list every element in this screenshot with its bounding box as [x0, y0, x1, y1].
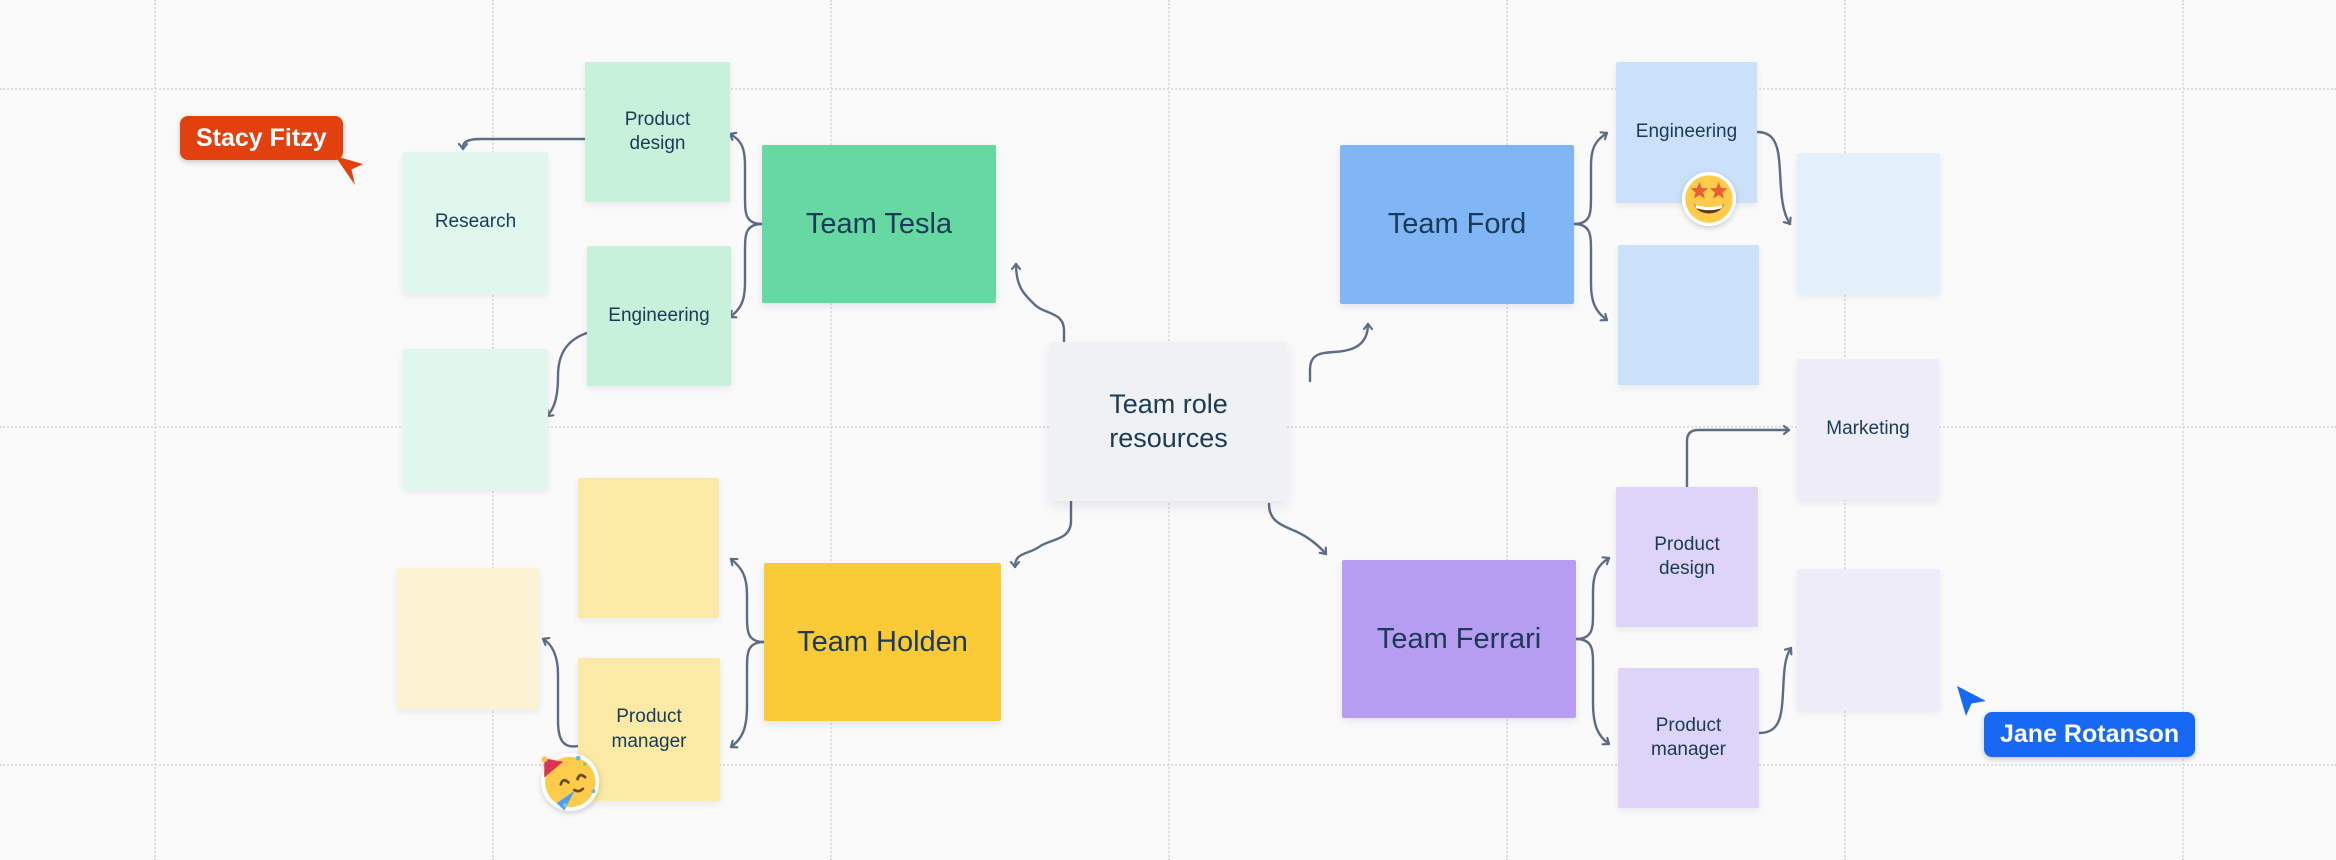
connector-center-tesla[interactable]: [1016, 262, 1066, 344]
team-node-label: Team Ferrari: [1376, 622, 1542, 655]
connector-holden-product-manager[interactable]: [729, 640, 766, 747]
team-node-holden[interactable]: Team Holden: [764, 563, 1001, 721]
connector-ford-blank[interactable]: [1572, 222, 1609, 320]
sticky-note-holden-blank-left[interactable]: [397, 568, 539, 709]
connector-engineering-blank-right[interactable]: [1755, 130, 1790, 226]
cursor-pointer-icon-jane: [1957, 686, 1986, 716]
sticky-note-label: Engineering: [608, 304, 710, 326]
grid-line: [0, 88, 2336, 90]
grid-line: [830, 0, 832, 860]
connector-product-manager-blank[interactable]: [1757, 646, 1791, 735]
connector-center-ford[interactable]: [1308, 322, 1368, 383]
sticky-note-ferrari-product-manager[interactable]: Product manager: [1618, 668, 1759, 808]
sticky-note-research[interactable]: Research: [403, 152, 548, 293]
cursor-name-chip-stacy: Stacy Fitzy: [180, 116, 343, 160]
cursor-pointer-icon-stacy: [335, 156, 363, 185]
sticky-note-label: Product design: [624, 108, 691, 154]
cursor-user-name: Stacy Fitzy: [196, 123, 327, 152]
sticky-note-marketing[interactable]: Marketing: [1797, 359, 1939, 500]
sticky-note-ferrari-blank[interactable]: [1797, 569, 1940, 710]
connector-product-design-marketing[interactable]: [1685, 430, 1791, 489]
sticky-note-tesla-blank[interactable]: [403, 349, 548, 489]
sticky-note-label: Research: [434, 211, 517, 233]
sticky-note-label: Product design: [1654, 533, 1720, 579]
sticky-note-label: Product manager: [611, 706, 687, 752]
team-node-label: Team Tesla: [805, 207, 953, 240]
team-node-ford[interactable]: Team Ford: [1340, 145, 1574, 304]
connector-ferrari-product-design[interactable]: [1574, 558, 1611, 641]
connector-product-design-research[interactable]: [463, 137, 587, 151]
grid-line: [1506, 0, 1508, 860]
sticky-note-tesla-engineering[interactable]: Engineering: [587, 246, 731, 386]
grid-line: [2182, 0, 2184, 860]
sticky-note-holden-product-manager[interactable]: Product manager: [578, 658, 720, 801]
connector-ferrari-product-manager[interactable]: [1574, 637, 1611, 744]
center-topic-label: Team role resources: [1109, 388, 1228, 453]
connector-center-holden[interactable]: [1015, 499, 1073, 569]
cursor-name-chip-jane: Jane Rotanson: [1984, 712, 2196, 757]
sticky-note-label: Marketing: [1826, 418, 1910, 440]
sticky-note-tesla-product-design[interactable]: Product design: [585, 62, 730, 202]
partying-face-icon: [541, 752, 600, 812]
connector-center-ferrari[interactable]: [1267, 502, 1328, 556]
cursor-user-name: Jane Rotanson: [2000, 720, 2180, 748]
connector-tesla-engineering[interactable]: [728, 222, 764, 317]
center-topic[interactable]: Team role resources: [1050, 342, 1287, 501]
connector-engineering-blank[interactable]: [545, 330, 592, 418]
team-node-tesla[interactable]: Team Tesla: [762, 145, 996, 303]
sticky-note-label: Engineering: [1635, 121, 1738, 143]
team-node-label: Team Holden: [797, 625, 968, 658]
star-struck-emoji-sticker[interactable]: [1681, 171, 1737, 227]
sticky-note-holden-blank-top[interactable]: [578, 478, 719, 618]
sticky-note-ford-blank[interactable]: [1618, 245, 1759, 385]
team-node-label: Team Ford: [1387, 208, 1527, 240]
team-node-ferrari[interactable]: Team Ferrari: [1342, 560, 1576, 718]
sticky-note-ferrari-product-design[interactable]: Product design: [1616, 487, 1758, 627]
connector-product-manager-blank-left[interactable]: [541, 639, 580, 748]
sticky-note-ford-blank-right[interactable]: [1797, 153, 1940, 294]
sticky-note-label: Product manager: [1651, 714, 1726, 760]
connector-tesla-product-design[interactable]: [728, 134, 764, 226]
star-struck-icon: [1681, 171, 1737, 227]
grid-line: [154, 0, 156, 860]
connector-ford-engineering[interactable]: [1572, 133, 1609, 226]
sticky-note-ford-engineering[interactable]: Engineering: [1616, 62, 1757, 203]
connector-holden-blank-top[interactable]: [729, 557, 766, 644]
grid-line: [0, 764, 2336, 766]
partying-face-emoji-sticker[interactable]: [532, 743, 607, 818]
